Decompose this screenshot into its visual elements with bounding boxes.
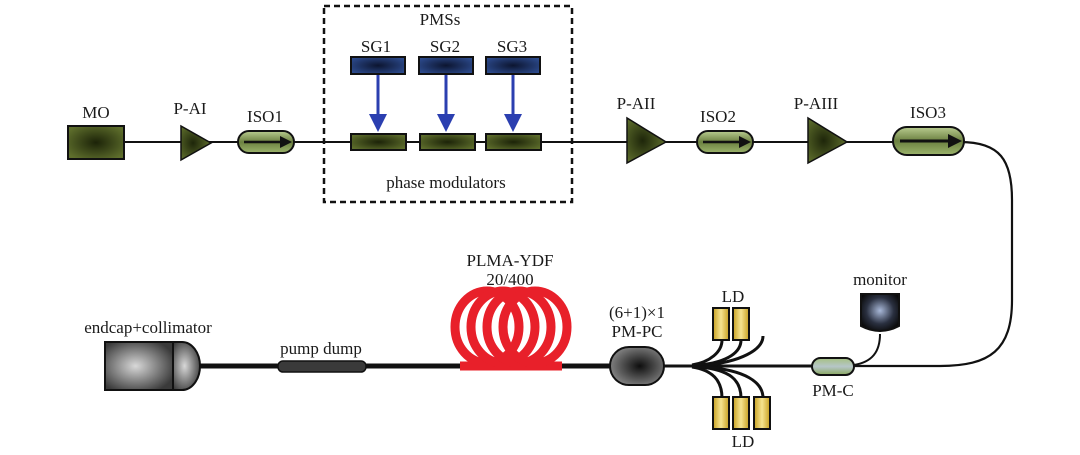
phase-modulator-1 [350,133,407,151]
signal-generator-1 [350,56,406,75]
monitor-fiber [853,333,881,366]
arrow-down-icon [369,114,387,132]
arrow-down-icon [504,114,522,132]
ld-bottom-label: LD [732,432,755,451]
pa2-label: P-AII [617,94,656,113]
gain-fiber-coil [450,286,572,371]
signal-generator-2 [418,56,474,75]
preamplifier-2 [626,116,668,165]
master-oscillator [67,125,125,160]
return-fiber-line [660,140,1014,368]
pa3-label: P-AIII [794,94,839,113]
pmss-label: PMSs [420,10,461,29]
pump-dump-label: pump dump [280,339,362,358]
mo-label: MO [82,103,109,122]
isolator-1 [237,130,295,154]
pump-combiner [609,346,665,386]
pump-dump [277,360,367,373]
ld-top-label: LD [722,287,745,306]
pmc-label: PM-C [812,381,854,400]
iso2-label: ISO2 [700,107,736,126]
monitor-detector [860,293,900,332]
iso3-label: ISO3 [910,103,946,122]
laser-diode [712,396,730,430]
combiner-label-line2: PM-PC [611,322,662,341]
isolator-3 [892,126,965,156]
preamplifier-1 [180,124,213,162]
sg3-label: SG3 [497,37,527,56]
preamplifier-3 [807,116,849,165]
endcap-collimator [104,341,201,391]
laser-diode [732,307,750,341]
phase-modulation-system-box [322,4,574,204]
laser-diode [753,396,771,430]
phase-modulator-2 [419,133,476,151]
sg2-label: SG2 [430,37,460,56]
phase-modulators-label: phase modulators [386,173,505,192]
arrow-down-icon [437,114,455,132]
combiner-label-line1: (6+1)×1 [609,303,665,322]
isolator-2 [696,130,754,154]
phase-modulator-3 [485,133,542,151]
monitor-label: monitor [853,270,907,289]
ydf-label-line2: 20/400 [486,270,533,289]
pa1-label: P-AI [173,99,206,118]
signal-generator-3 [485,56,541,75]
iso1-label: ISO1 [247,107,283,126]
laser-diode [732,396,750,430]
pm-coupler [811,357,855,376]
sg1-label: SG1 [361,37,391,56]
ld-pigtails-top [691,335,765,367]
laser-diode [712,307,730,341]
ydf-label-line1: PLMA-YDF [467,251,554,270]
ld-pigtails-bottom [691,365,765,399]
endcap-label: endcap+collimator [84,318,212,337]
